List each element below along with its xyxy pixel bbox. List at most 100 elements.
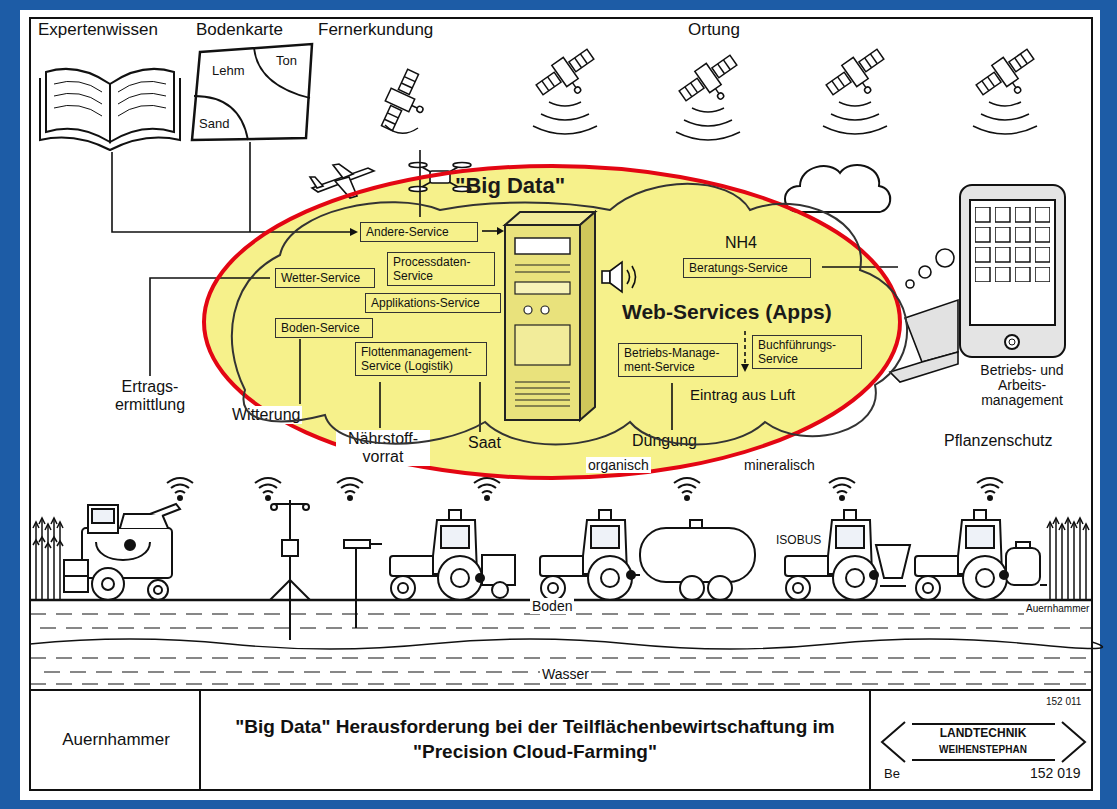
speaker-symbol bbox=[610, 262, 622, 292]
implements bbox=[680, 576, 704, 600]
cloud-outline bbox=[232, 184, 907, 445]
box-text: Wetter-Service bbox=[281, 271, 369, 285]
soil-probe bbox=[344, 540, 382, 628]
crops bbox=[33, 518, 63, 530]
ground-layers bbox=[40, 627, 1092, 628]
ground-layers bbox=[30, 657, 1092, 658]
positioning-satellites bbox=[532, 44, 605, 111]
implements bbox=[627, 571, 635, 579]
label-text: Wasser bbox=[540, 666, 591, 682]
label-text: 152 019 bbox=[1030, 765, 1081, 781]
combine-harvester bbox=[82, 528, 172, 578]
implements bbox=[482, 555, 515, 585]
tablet bbox=[975, 207, 1050, 282]
logo-outline bbox=[882, 722, 1085, 762]
service-box: Applikations-Service bbox=[365, 293, 501, 313]
arrow-heads bbox=[741, 364, 749, 372]
combine-harvester bbox=[125, 540, 135, 550]
radio-symbols bbox=[674, 478, 700, 500]
implements bbox=[640, 528, 755, 582]
implements bbox=[870, 571, 878, 579]
combine-harvester bbox=[102, 578, 114, 590]
combine-harvester bbox=[150, 504, 180, 516]
server bbox=[505, 212, 595, 420]
tractors bbox=[390, 510, 482, 600]
radio-symbols bbox=[829, 478, 855, 500]
tablet bbox=[960, 185, 1065, 357]
combine-harvester bbox=[120, 514, 168, 528]
label-text: Betriebs- und Arbeits- management bbox=[968, 363, 1076, 408]
speech-bubbles bbox=[936, 249, 954, 267]
logo-outline bbox=[912, 723, 1055, 725]
label-text: NH4 bbox=[725, 234, 757, 252]
label-text: Lehm bbox=[212, 64, 245, 79]
server bbox=[515, 265, 570, 272]
soil-map bbox=[192, 44, 312, 140]
implements bbox=[690, 520, 702, 528]
sheet bbox=[20, 10, 1100, 800]
server bbox=[515, 282, 570, 294]
speaker-symbol bbox=[627, 266, 636, 288]
leader-lines bbox=[671, 383, 673, 430]
crops bbox=[36, 518, 60, 600]
combine-harvester bbox=[88, 505, 118, 533]
combine-harvester bbox=[148, 580, 168, 600]
combine-harvester bbox=[92, 568, 124, 600]
remote-sensing-satellite bbox=[357, 56, 453, 150]
implements bbox=[1000, 571, 1008, 579]
airplane bbox=[310, 177, 323, 188]
highlight-fill bbox=[204, 166, 900, 478]
box-text: Boden-Service bbox=[281, 321, 367, 335]
label-text: Bodenkarte bbox=[196, 20, 283, 40]
laptop bbox=[890, 352, 958, 382]
label-text: Pflanzenschutz bbox=[944, 432, 1053, 450]
label-text: Ortung bbox=[688, 20, 740, 40]
service-box: Betriebs-Manage- ment-Service bbox=[618, 343, 738, 377]
tractors bbox=[390, 510, 1007, 600]
radio-symbols bbox=[255, 478, 281, 500]
radio-symbols bbox=[977, 478, 1003, 500]
soil-probe bbox=[355, 548, 357, 628]
tablet bbox=[960, 185, 1065, 357]
drone bbox=[409, 187, 427, 192]
implements bbox=[708, 576, 732, 600]
logo-outline bbox=[1062, 722, 1085, 762]
crops bbox=[1050, 518, 1086, 600]
arrow-heads bbox=[497, 227, 504, 235]
logo-outline bbox=[912, 759, 1055, 761]
drone bbox=[453, 163, 471, 168]
combine-harvester bbox=[64, 560, 88, 592]
label-text: ISOBUS bbox=[776, 534, 821, 548]
ground-layers bbox=[30, 683, 1092, 684]
positioning-satellites bbox=[822, 44, 895, 111]
book-icon bbox=[54, 81, 166, 116]
label-text: Fernerkundung bbox=[318, 20, 433, 40]
radio-symbols bbox=[474, 478, 500, 500]
radio-symbols bbox=[337, 478, 363, 500]
footer-grid bbox=[30, 690, 1092, 790]
weather-station bbox=[271, 504, 277, 510]
service-box: Boden-Service bbox=[275, 318, 373, 338]
crops bbox=[1047, 518, 1089, 530]
implements bbox=[1040, 584, 1047, 586]
server bbox=[515, 325, 570, 365]
ground-layers bbox=[30, 639, 1102, 649]
tablet bbox=[970, 200, 1055, 325]
leader-lines bbox=[419, 150, 421, 217]
tablet bbox=[1009, 339, 1015, 345]
label-text: Saat bbox=[468, 434, 501, 452]
leader-lines bbox=[482, 230, 498, 232]
weather-station bbox=[282, 540, 298, 556]
weather-station bbox=[289, 500, 291, 640]
label-text: mineralisch bbox=[744, 457, 815, 473]
soil-map bbox=[254, 48, 310, 98]
box-text: Andere-Service bbox=[366, 225, 472, 239]
drawing-title: "Big Data" Herausforderung bei der Teilf… bbox=[212, 715, 858, 764]
weather-station bbox=[270, 580, 290, 600]
tablet bbox=[1005, 335, 1019, 349]
label-text: Eintrag aus Luft bbox=[690, 386, 795, 403]
tractors bbox=[785, 510, 877, 600]
leader-lines bbox=[299, 339, 301, 404]
cloud-heading: "Big Data" bbox=[455, 174, 565, 198]
box-text: Buchführungs- Service bbox=[758, 338, 856, 366]
